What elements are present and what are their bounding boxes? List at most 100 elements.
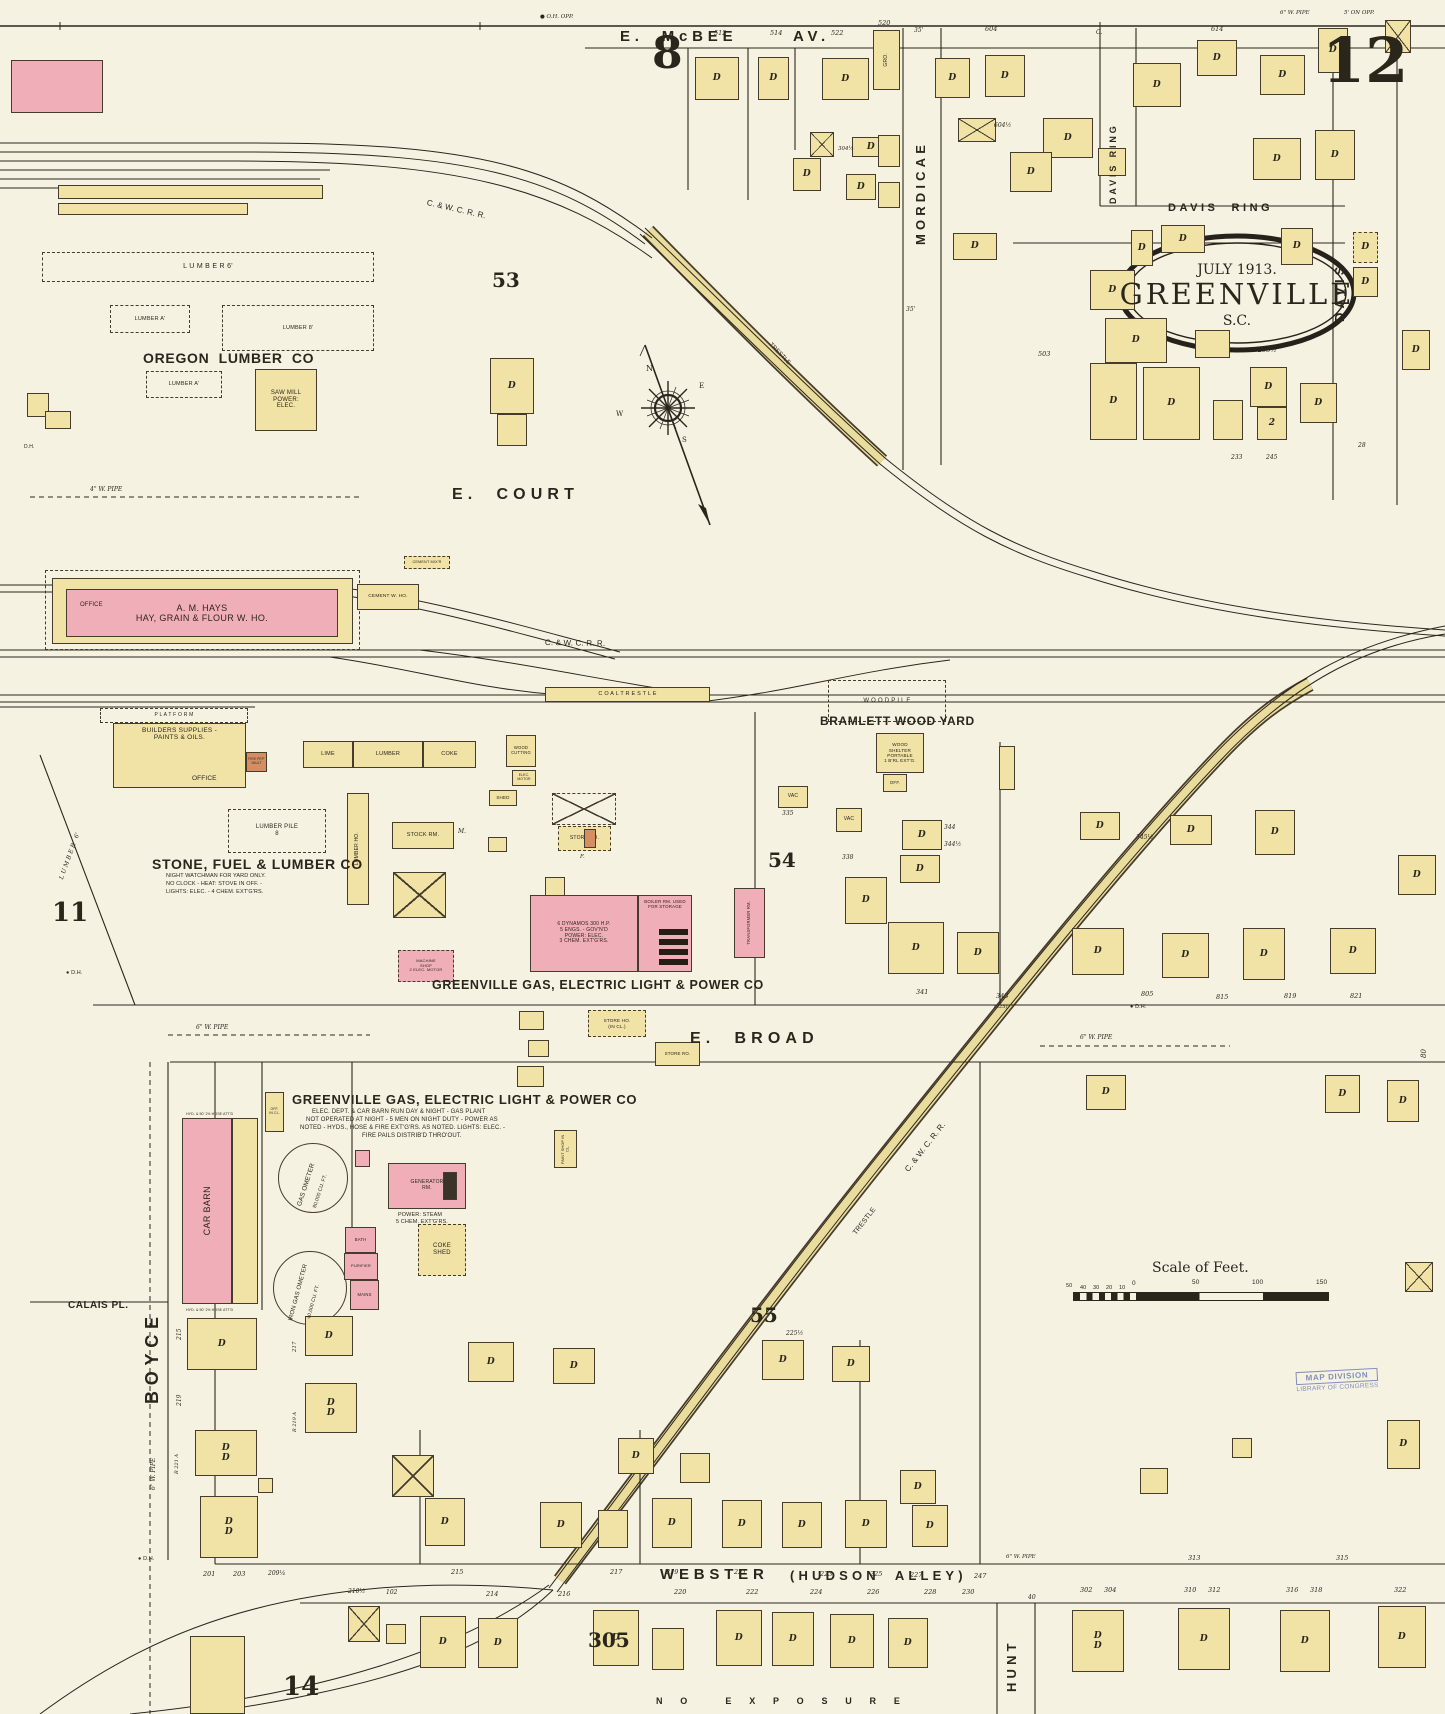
map-label: R 221 A: [174, 1453, 180, 1474]
map-label: F.: [580, 854, 585, 860]
map-label: 815: [1216, 993, 1229, 1001]
map-label: 40: [1080, 1285, 1087, 1291]
map-label: 247: [974, 1572, 987, 1580]
street-webster: WEBSTER: [660, 1566, 769, 1583]
lumber-pile: LUMBER A': [110, 305, 190, 333]
map-label: 5' ON OPP.: [1344, 10, 1375, 16]
railroad-label: C. & W. C. R. R.: [544, 638, 606, 649]
map-label: 313: [1188, 1554, 1201, 1562]
dwelling: D: [758, 57, 789, 100]
map-label: 28: [1358, 442, 1366, 449]
building: [443, 1172, 457, 1200]
dwelling: D: [1353, 267, 1378, 297]
building: [348, 1606, 380, 1642]
building: [519, 1011, 544, 1030]
map-label: 35': [906, 306, 916, 313]
building: [497, 414, 527, 446]
map-label: 227: [910, 1571, 923, 1579]
map-label: 215: [176, 1328, 183, 1340]
street-e-mcbee: E. McBEE: [620, 28, 738, 45]
dwelling: D: [888, 922, 944, 974]
map-label: 222: [746, 1588, 759, 1596]
map-label: 203: [233, 1570, 246, 1578]
map-label: C.: [1096, 29, 1103, 36]
office: OFF.: [883, 774, 907, 792]
map-label: 10: [1119, 1285, 1126, 1291]
map-label: 102: [386, 1589, 398, 1596]
building: [1195, 330, 1230, 358]
street-boyce: BOYCE: [142, 1311, 162, 1404]
lumber-shed: LUMBER: [353, 741, 423, 768]
company-gge-works: GREENVILLE GAS, ELECTRIC LIGHT & POWER C…: [292, 1092, 638, 1107]
map-label: 341: [916, 988, 929, 996]
house-number: 520: [878, 19, 891, 27]
map-label: ELEC. DEPT. & CAR BARN RUN DAY & NIGHT -…: [312, 1109, 486, 1115]
map-label: 233: [1231, 454, 1243, 461]
map-label: 344: [944, 824, 956, 831]
dwelling: D: [1090, 270, 1135, 310]
street-mordicae: MORDICAE: [913, 140, 928, 245]
builders-supplies: BUILDERS SUPPLIES -PAINTS & OILS.: [113, 723, 246, 788]
block-number: 53: [492, 268, 520, 292]
map-label: 318: [1310, 1586, 1323, 1594]
street-e-court: E. COURT: [452, 486, 579, 503]
dwelling: D: [1170, 815, 1212, 845]
building: [598, 1510, 628, 1548]
scale-bar: [1073, 1292, 1329, 1301]
map-label: 50: [1066, 1283, 1073, 1289]
map-label: 50: [1192, 1279, 1200, 1286]
dwelling: D: [652, 1498, 692, 1548]
map-label: 302: [1080, 1586, 1093, 1594]
map-label: 5 CHEM. EXT'G'RS.: [396, 1219, 448, 1225]
building: [652, 1628, 684, 1670]
dwelling: D: [1318, 28, 1348, 73]
block-number: 54: [768, 848, 796, 872]
platform-shed: [58, 185, 323, 199]
wood-pile: W O O D P I L E: [828, 680, 946, 722]
brick-warehouse: [11, 60, 103, 113]
dwelling: D: [782, 1502, 822, 1548]
title-city: GREENVILLE: [1119, 277, 1355, 311]
map-label: 223: [820, 1570, 833, 1578]
map-label: NIGHT WATCHMAN FOR YARD ONLY.: [166, 873, 266, 879]
dwelling: D: [1178, 1608, 1230, 1670]
building: [1385, 20, 1411, 53]
platform: P L A T F O R M: [100, 708, 248, 723]
building: [392, 1455, 434, 1497]
dwelling: D: [722, 1500, 762, 1548]
dwelling: D: [695, 57, 739, 100]
map-label: 310: [1184, 1586, 1197, 1594]
house-number: 604½: [994, 122, 1012, 129]
dwelling: D: [1378, 1606, 1426, 1668]
map-label: 215: [451, 1568, 464, 1576]
railroad-tracks: [0, 142, 1445, 1714]
dwelling: D: [1162, 933, 1209, 978]
dwelling: D: [957, 932, 999, 974]
map-label: 216: [558, 1590, 571, 1598]
map-label: 335: [782, 810, 794, 817]
map-label: 35': [914, 27, 924, 34]
map-label: M.: [458, 828, 467, 835]
lumber-pile: LUMBER A': [146, 371, 222, 398]
dwelling: D: [1280, 1610, 1330, 1672]
building: [393, 872, 446, 918]
map-label: HYD. & 50' 2½ HOSE ATT'D: [186, 1308, 234, 1312]
pipe-note: 4" W. PIPE: [90, 486, 123, 493]
company-gge-caption: GREENVILLE GAS, ELECTRIC LIGHT & POWER C…: [432, 978, 764, 992]
map-label: 217: [610, 1568, 623, 1576]
cement-warehouse: CEMENT W. HO.: [357, 584, 419, 610]
dwelling: D: [1010, 152, 1052, 192]
map-label: 225½: [786, 1330, 804, 1337]
lumber-pile: L U M B E R 6': [42, 252, 374, 282]
map-label: 226: [867, 1588, 880, 1596]
building: [386, 1624, 406, 1644]
pipe-note: 6" W. PIPE: [1006, 1554, 1036, 1560]
dwelling: D: [420, 1616, 466, 1668]
